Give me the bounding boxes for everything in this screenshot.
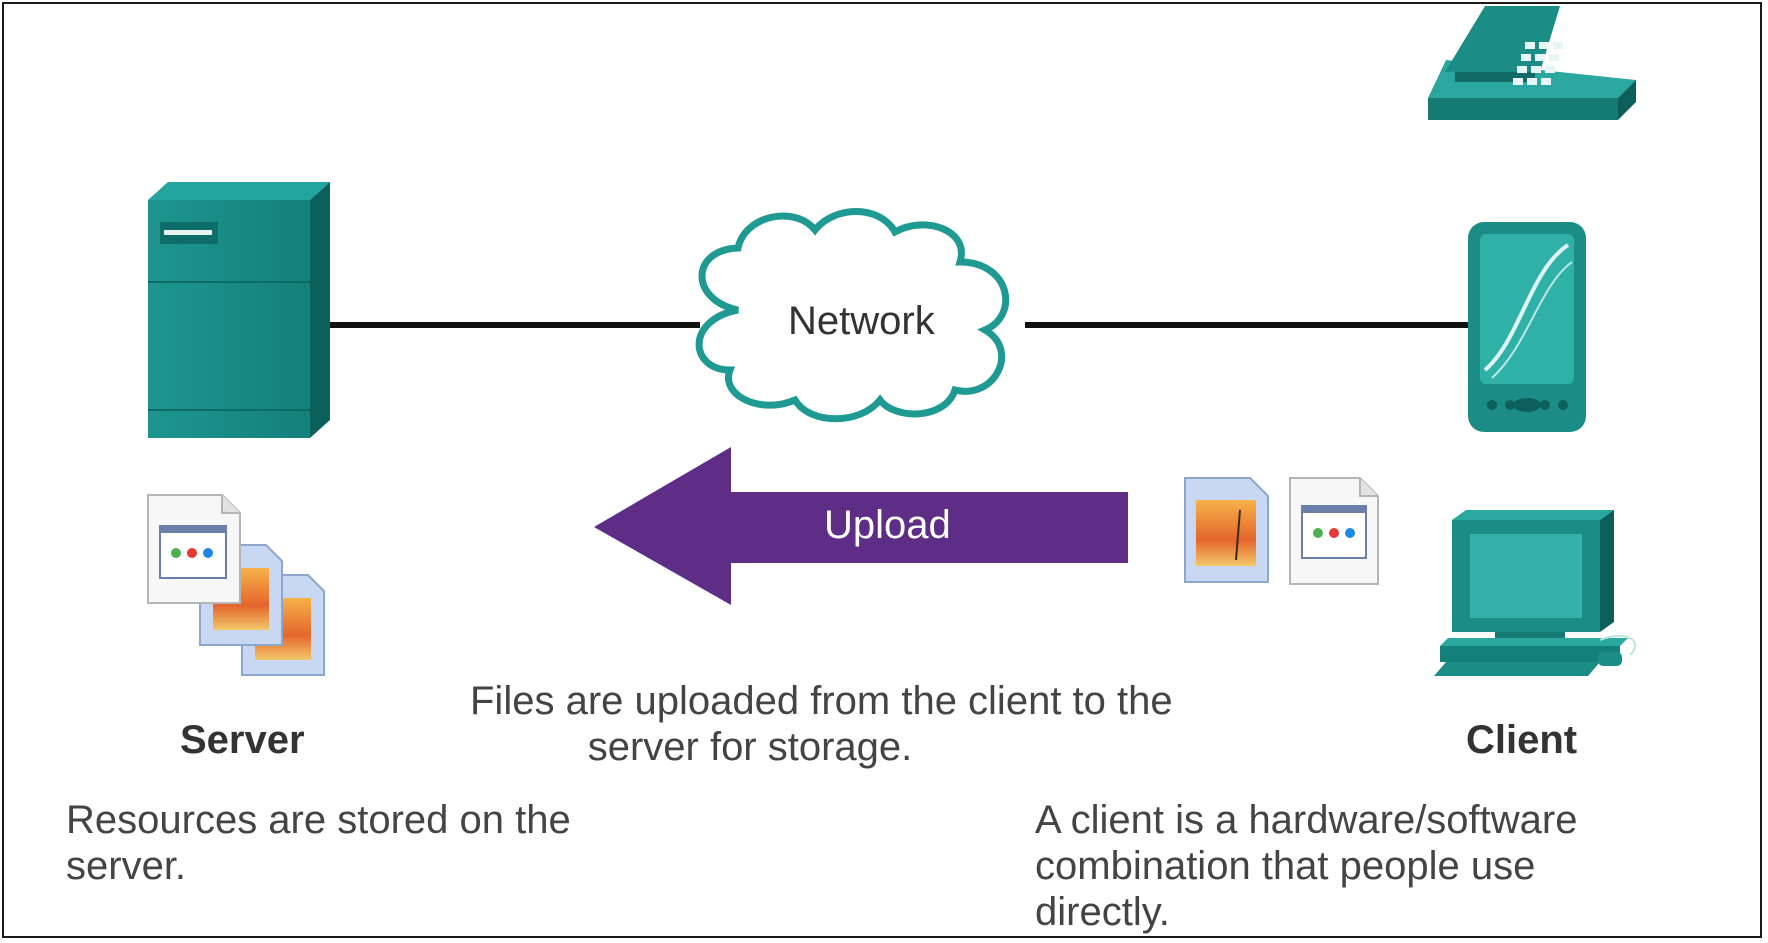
upload-caption-line-1: Files are uploaded from the client to th… [470, 679, 1173, 723]
desk-phone-icon [1428, 6, 1636, 120]
pda-icon [1468, 222, 1586, 432]
client-description: A client is a hardware/software combinat… [1035, 797, 1577, 935]
server-description: Resources are stored on the server. [66, 797, 571, 889]
desktop-computer-icon [1434, 510, 1637, 676]
upload-caption: Files are uploaded from the client to th… [470, 678, 1173, 770]
client-description-line-1: A client is a hardware/software [1035, 798, 1578, 842]
network-cloud-icon [695, 208, 1010, 423]
document-file-icon [1289, 477, 1379, 585]
server-label: Server [180, 718, 305, 762]
client-description-line-2: combination that people use [1035, 844, 1536, 888]
server-description-line-2: server. [66, 844, 187, 888]
document-stack-icon [147, 494, 325, 676]
client-description-line-3: directly. [1035, 890, 1170, 934]
server-description-line-1: Resources are stored on the [66, 798, 571, 842]
client-label: Client [1466, 718, 1578, 762]
upload-caption-line-2: server for storage. [587, 725, 913, 769]
image-file-icon [1184, 477, 1269, 583]
upload-label: Upload [824, 503, 951, 547]
server-tower-icon [148, 182, 330, 438]
network-label: Network [788, 299, 935, 343]
upload-arrow [594, 447, 1128, 605]
